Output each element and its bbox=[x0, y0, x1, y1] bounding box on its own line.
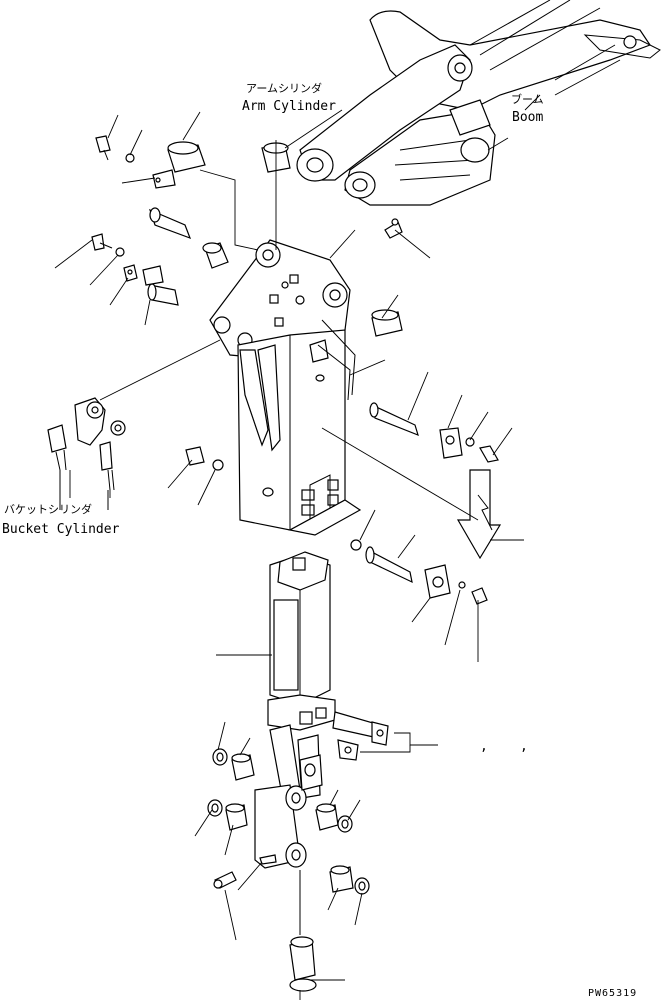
lower-assembly bbox=[207, 551, 389, 992]
arm-cylinder-label-jp: アームシリンダ bbox=[246, 81, 322, 95]
separator-comma-2: , bbox=[520, 739, 528, 754]
right-hardware bbox=[185, 402, 502, 605]
boom-label-jp: ブーム bbox=[511, 92, 544, 106]
arm-body bbox=[209, 239, 362, 536]
bucket-cylinder-end bbox=[47, 397, 126, 510]
separator-comma-1: , bbox=[480, 739, 488, 754]
leader-lines bbox=[54, 44, 621, 1000]
arm-cylinder-label: Arm Cylinder bbox=[242, 99, 336, 114]
boom-label: Boom bbox=[512, 110, 543, 125]
bucket-cylinder-label-jp: バケットシリンダ bbox=[4, 502, 92, 516]
pin-hardware bbox=[91, 135, 403, 337]
drawing-code: PW65319 bbox=[588, 988, 637, 999]
boom-assembly bbox=[261, 0, 661, 239]
bucket-cylinder-label: Bucket Cylinder bbox=[2, 522, 120, 537]
